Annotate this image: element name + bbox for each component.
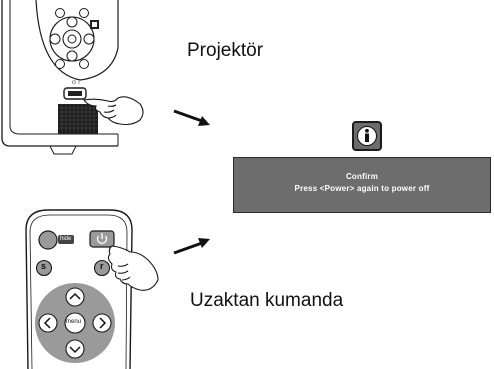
arrow-right-down-icon [173, 109, 210, 126]
remote-right-button [92, 313, 112, 333]
dialog-message: Press <Power> again to power off [294, 184, 430, 193]
chevron-down-icon [69, 346, 81, 354]
arrow-right-up-icon [173, 238, 210, 255]
remote-s-label: s [41, 261, 47, 271]
dialog-title: Confirm [345, 172, 379, 181]
power-icon [96, 233, 108, 244]
remote-hide-label: hide [60, 236, 72, 242]
projector-power-indicator: ⏻ ○ [72, 80, 81, 86]
remote-hide-button [38, 230, 58, 250]
chevron-left-icon [43, 317, 51, 329]
remote-r-label: r [100, 261, 104, 271]
remote-r-button [93, 259, 111, 277]
chevron-right-icon [99, 317, 107, 329]
hand-pointer-icon [107, 245, 159, 291]
chevron-up-icon [69, 292, 81, 300]
remote-menu-button [64, 312, 86, 334]
projector-label: Projektör [187, 40, 264, 61]
info-icon [352, 121, 382, 151]
projector-illustration [1, 0, 144, 155]
remote-s-button [35, 259, 53, 277]
hand-pointer-icon [83, 96, 144, 126]
confirm-power-off-dialog: Confirm Press <Power> again to power off [233, 157, 491, 213]
remote-up-button [65, 287, 85, 307]
remote-left-button [38, 313, 58, 333]
remote-control-illustration [25, 209, 159, 369]
remote-down-button [65, 339, 85, 359]
remote-label: Uzaktan kumanda [190, 290, 344, 311]
remote-menu-label: menu [66, 319, 82, 325]
